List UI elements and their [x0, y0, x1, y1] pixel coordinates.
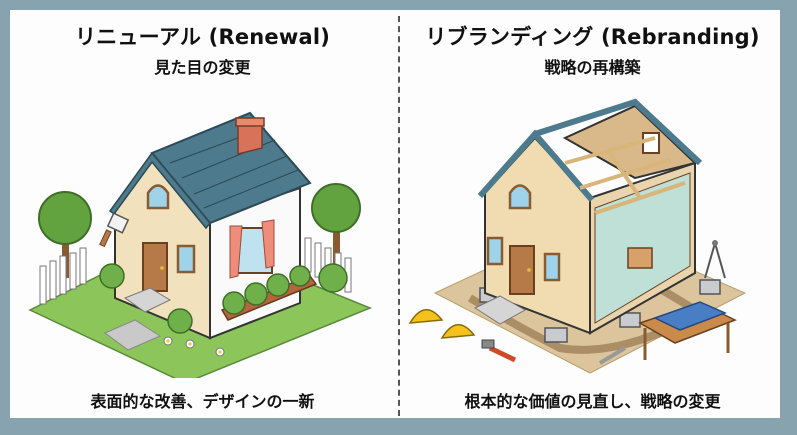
rebranding-subtitle: 戦略の再構築	[544, 58, 641, 77]
rebranding-column: リブランディング (Rebranding) 戦略の再構築	[400, 10, 785, 418]
renewal-caption: 表面的な改善、デザインの一新	[90, 392, 315, 411]
renewal-subtitle: 見た目の変更	[154, 58, 251, 77]
house-being-repainted-icon	[28, 111, 372, 378]
dashed-divider	[398, 16, 400, 416]
comparison-panel: リニューアル (Renewal) 見た目の変更	[10, 10, 780, 418]
renewal-column: リニューアル (Renewal) 見た目の変更	[10, 10, 395, 418]
renewal-title: リニューアル (Renewal)	[74, 25, 331, 49]
rebranding-caption: 根本的な価値の見直し、戦略の変更	[464, 392, 721, 411]
rebranding-title: リブランディング (Rebranding)	[425, 25, 760, 49]
house-under-reconstruction-icon	[408, 98, 747, 374]
